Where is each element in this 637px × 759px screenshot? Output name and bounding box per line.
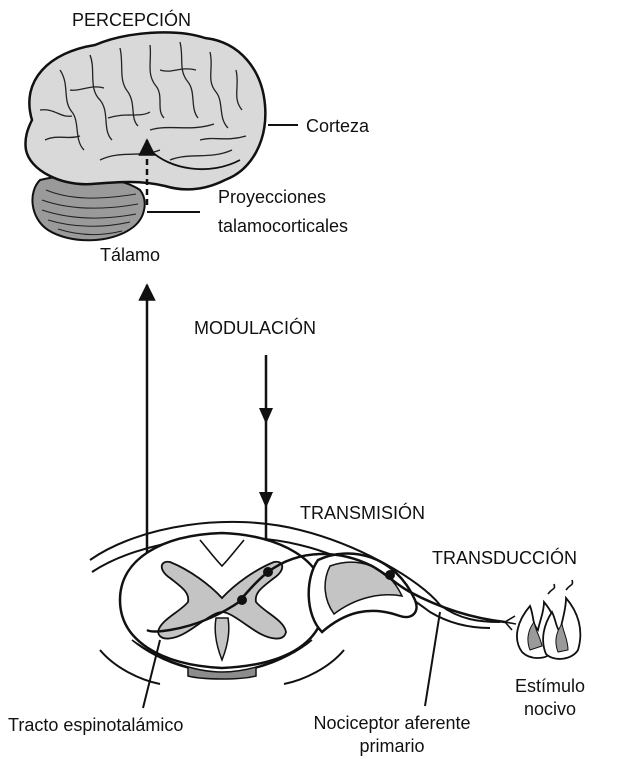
perception-label: PERCEPCIÓN bbox=[72, 10, 191, 31]
stimulus-label-line2: nocivo bbox=[500, 699, 600, 720]
thalamus-label: Tálamo bbox=[100, 245, 160, 266]
modulation-arrowhead-upper bbox=[259, 408, 273, 424]
tract-label: Tracto espinotalámico bbox=[8, 715, 183, 736]
stimulus-label-line1: Estímulo bbox=[500, 676, 600, 697]
nociceptor-label-line1: Nociceptor aferente bbox=[282, 713, 502, 734]
ganglion-cell-body bbox=[385, 570, 395, 580]
synapse-dorsal-horn bbox=[263, 567, 273, 577]
flame-icon bbox=[517, 580, 580, 659]
nociceptor-label-line2: primario bbox=[282, 736, 502, 757]
transmission-label: TRANSMISIÓN bbox=[300, 503, 425, 524]
projections-label-line2: talamocorticales bbox=[218, 216, 348, 237]
modulation-arrowhead-lower bbox=[259, 492, 273, 508]
transduction-label: TRANSDUCCIÓN bbox=[432, 548, 577, 569]
cerebrum bbox=[25, 32, 265, 189]
modulation-label: MODULACIÓN bbox=[194, 318, 316, 339]
cortex-label: Corteza bbox=[306, 116, 369, 137]
brain-illustration bbox=[25, 32, 298, 240]
projections-label-line1: Proyecciones bbox=[218, 187, 326, 208]
nociceptor-pointer-line bbox=[425, 612, 440, 706]
